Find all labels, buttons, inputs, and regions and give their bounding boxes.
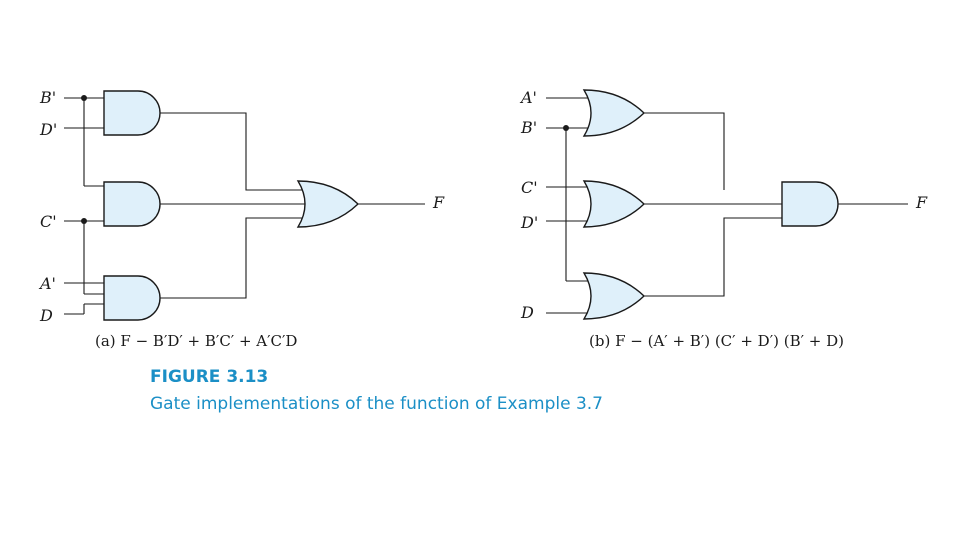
or-gate-2 bbox=[582, 180, 646, 228]
and-gate-2 bbox=[103, 181, 161, 227]
or-gate-3 bbox=[582, 272, 646, 320]
or-gate-output-a bbox=[296, 180, 360, 228]
output-label-f-a: F bbox=[432, 193, 445, 212]
input-label-a-prime-b: A' bbox=[519, 88, 537, 107]
internal-wires-b bbox=[644, 112, 784, 297]
diagram-b: A' B' C' D' D F (b) bbox=[519, 88, 928, 350]
input-label-a-prime-a: A' bbox=[38, 274, 56, 293]
and-gate-3 bbox=[103, 275, 161, 321]
input-wires-b bbox=[546, 97, 591, 314]
input-label-b-prime-a: B' bbox=[39, 88, 56, 107]
input-label-d-a: D bbox=[39, 306, 53, 325]
and-gate-output-b bbox=[781, 181, 839, 227]
input-label-d-b: D bbox=[520, 303, 534, 322]
input-wires-a bbox=[64, 97, 104, 315]
internal-wires-a bbox=[160, 112, 306, 299]
figure-number: FIGURE 3.13 bbox=[150, 367, 269, 387]
and-gate-1 bbox=[103, 90, 161, 136]
output-label-f-b: F bbox=[915, 193, 928, 212]
figure-description: Gate implementations of the function of … bbox=[150, 394, 603, 414]
input-label-c-prime-b: C' bbox=[521, 178, 538, 197]
caption-a: (a) F − B′D′ + B′C′ + A′C′D bbox=[95, 332, 297, 350]
diagram-a: B' D' C' A' D bbox=[38, 88, 445, 350]
input-label-d-prime-b: D' bbox=[520, 213, 538, 232]
or-gate-1 bbox=[582, 89, 646, 137]
caption-b: (b) F − (A′ + B′) (C′ + D′) (B′ + D) bbox=[589, 332, 844, 350]
input-label-b-prime-b: B' bbox=[520, 118, 537, 137]
junction-dot-b-prime-b bbox=[563, 125, 569, 131]
junction-dot-c-prime bbox=[81, 218, 87, 224]
input-label-d-prime-a: D' bbox=[39, 120, 57, 139]
input-label-c-prime-a: C' bbox=[40, 212, 57, 231]
junction-dot-b-prime bbox=[81, 95, 87, 101]
